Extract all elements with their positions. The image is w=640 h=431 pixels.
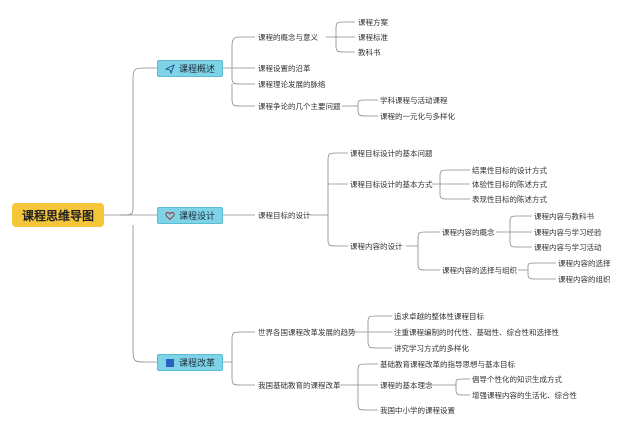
topic-node[interactable]: 我国基础教育的课程改革 [258,381,341,390]
connector [406,231,440,271]
detail-node[interactable]: 结果性目标的设计方式 [472,166,547,175]
connector [432,169,470,200]
leaf-node[interactable]: 课程内容的选择 [558,259,611,268]
connector [326,21,355,53]
leaf-node[interactable]: 课程内容与教科书 [534,212,594,221]
subtopic-node[interactable]: 教科书 [358,48,381,57]
branch-course-design[interactable]: 课程设计 [157,207,223,224]
subtopic-node[interactable]: 课程的一元化与多样化 [380,112,455,121]
detail-node[interactable]: 表现性目标的陈述方式 [472,195,547,204]
connector [340,363,378,411]
subtopic-node[interactable]: 我国中小学的课程设置 [380,406,455,415]
subtopic-node[interactable]: 学科课程与活动课程 [380,96,448,105]
detail-node[interactable]: 课程内容的概念 [442,228,495,237]
branch-course-reform[interactable]: 课程改革 [157,354,223,371]
topic-node[interactable]: 课程理论发展的脉络 [258,80,326,89]
branch-label: 课程改革 [178,358,215,368]
topic-node[interactable]: 课程目标的设计 [258,211,311,220]
heart-icon [165,211,175,221]
connector [352,315,392,349]
subtopic-node[interactable]: 课程标准 [358,33,388,42]
connector [310,152,348,247]
branch-label: 课程设计 [178,211,215,221]
subtopic-node[interactable]: 注重课程编制的时代性、基础性、综合性和选择性 [394,328,559,337]
subtopic-node[interactable]: 追求卓越的整体性课程目标 [394,312,484,321]
topic-node[interactable]: 课程的概念与意义 [258,33,318,42]
subtopic-node[interactable]: 讲究学习方式的多样化 [394,344,469,353]
connector [518,262,556,280]
connector-root-branch [132,225,157,363]
leaf-node[interactable]: 课程内容的组织 [558,275,611,284]
subtopic-node[interactable]: 课程方案 [358,18,388,27]
branch-label: 课程概述 [178,64,215,74]
topic-node[interactable]: 课程设置的沿革 [258,64,311,73]
connector [342,99,378,117]
subtopic-node[interactable]: 课程内容的设计 [350,242,403,251]
detail-node[interactable]: 课程内容的选择与组织 [442,266,517,275]
root-node[interactable]: 课程思维导图 [12,203,104,227]
leaf-node[interactable]: 课程内容与学习经验 [534,228,602,237]
connector [496,215,532,248]
connector [223,331,255,386]
connector [430,378,470,396]
branch-course-overview[interactable]: 课程概述 [157,60,223,77]
detail-node[interactable]: 倡导个性化的知识生成方式 [472,375,562,384]
topic-node[interactable]: 课程争论的几个主要问题 [258,102,341,111]
paper-plane-icon [164,63,175,74]
leaf-node[interactable]: 课程内容与学习活动 [534,243,602,252]
subtopic-node[interactable]: 基础教育课程改革的指导思想与基本目标 [380,360,515,369]
subtopic-node[interactable]: 课程的基本理念 [380,381,433,390]
connector-root-branch [104,67,157,216]
detail-node[interactable]: 增强课程内容的生活化、综合性 [472,391,577,400]
detail-node[interactable]: 体验性目标的陈述方式 [472,180,547,189]
topic-node[interactable]: 世界各国课程改革发展的趋势 [258,328,356,337]
subtopic-node[interactable]: 课程目标设计的基本方式 [350,180,433,189]
subtopic-node[interactable]: 课程目标设计的基本问题 [350,149,433,158]
connector [223,36,255,107]
flag-icon [165,358,175,368]
